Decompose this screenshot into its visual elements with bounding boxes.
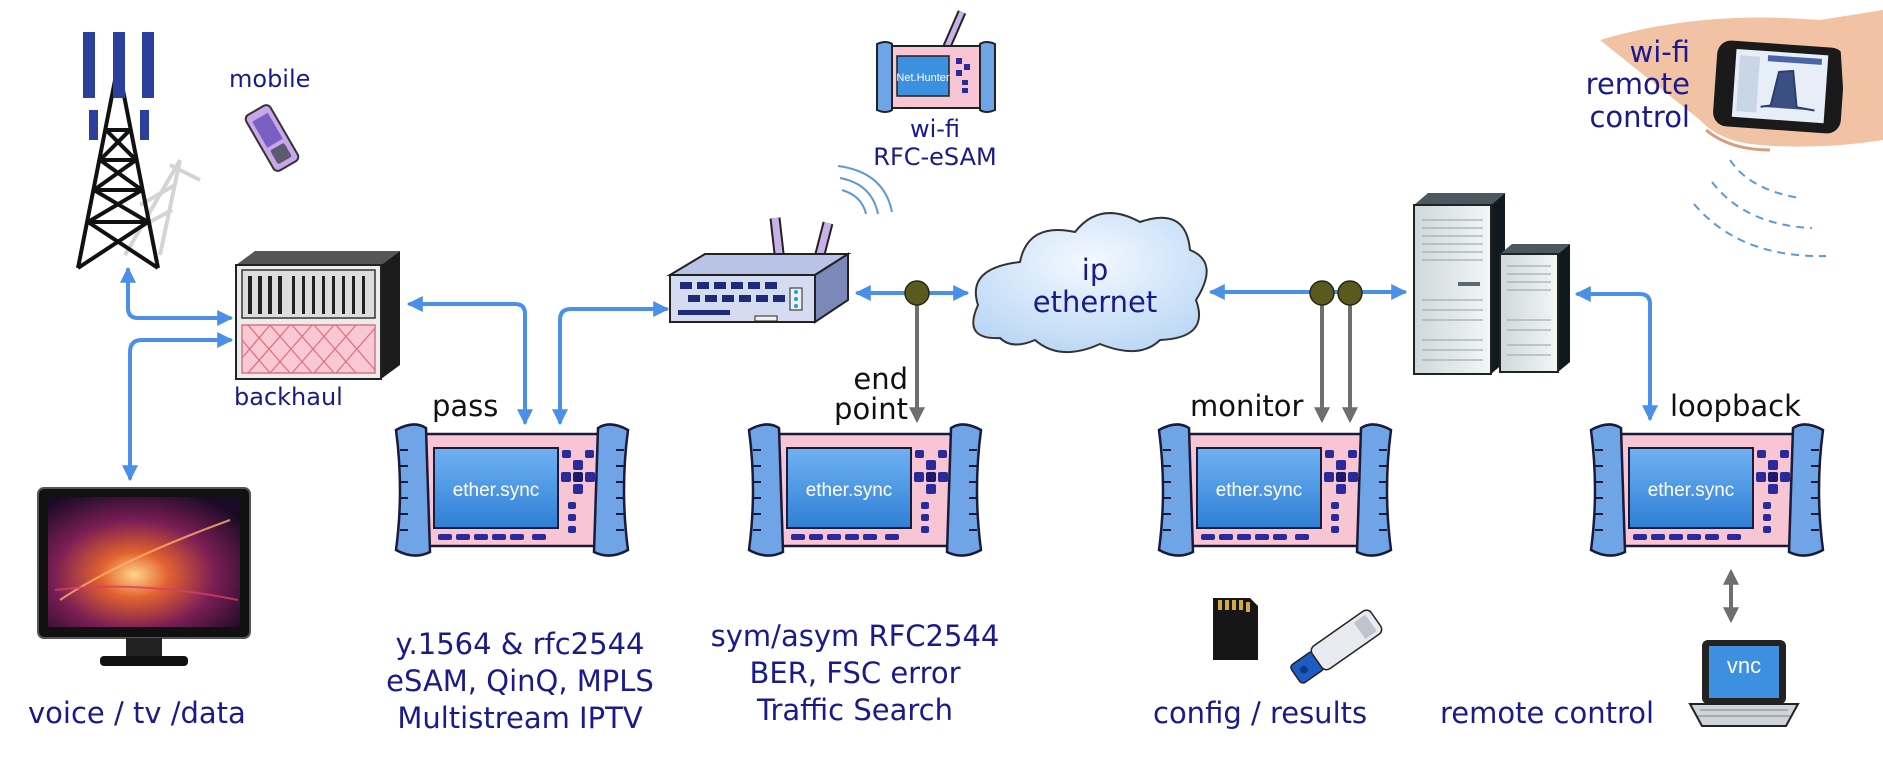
label-wifi-remote: wi-fi remote control (1530, 35, 1690, 134)
handheld-screen-text: Net.Hunter (896, 72, 950, 84)
label-end-point-line: end (853, 362, 908, 396)
tap-arrows (909, 295, 1739, 624)
label-endpoint-feature: Traffic Search (757, 693, 953, 728)
label-cloud: ip ethernet (1005, 253, 1185, 319)
tap-dot (1337, 280, 1363, 306)
backhaul-pass-link (406, 296, 533, 426)
laptop-icon: vnc (1688, 640, 1800, 727)
usb-stick-icon (1290, 609, 1383, 684)
label-wifi-rfc: wi-fi RFC-eSAM (850, 115, 1020, 171)
cell-tower-icon (76, 32, 201, 270)
monitor-icon (37, 487, 251, 666)
ether-sync-tester-icon: ether.sync (1157, 423, 1393, 557)
label-end-point: end point (808, 364, 908, 425)
tester-screen-text: ether.sync (453, 480, 540, 501)
server-loopback-link (1574, 286, 1658, 422)
sd-card-icon (1213, 598, 1258, 660)
label-remote-control: remote control (1440, 696, 1655, 730)
phone-in-hand-icon (1600, 10, 1883, 258)
label-pass: pass (432, 389, 499, 423)
label-config-results: config / results (1153, 696, 1368, 730)
tap-dot (904, 280, 930, 306)
tester-screen-text: ether.sync (1216, 480, 1303, 501)
tap-dot (1309, 280, 1335, 306)
connection-arrows (120, 266, 1658, 482)
ether-sync-tester-icon: ether.sync (747, 423, 983, 557)
label-wifi-rfc-line: wi-fi (909, 115, 961, 143)
label-cloud-line: ip (1081, 253, 1109, 287)
tester-screen-text: ether.sync (1648, 480, 1735, 501)
label-endpoint-feature: sym/asym RFC2544 (710, 619, 1000, 653)
ether-sync-tester-icon: ether.sync (394, 423, 630, 557)
label-pass-feature: Multistream IPTV (397, 701, 643, 736)
label-loopback: loopback (1670, 389, 1801, 423)
label-endpoint-feature: BER, FSC error (749, 656, 961, 691)
label-monitor: monitor (1190, 389, 1304, 423)
tap-dots (904, 280, 1363, 306)
label-mobile: mobile (229, 65, 311, 93)
label-backhaul: backhaul (234, 383, 343, 411)
label-wifi-remote-line: control (1589, 99, 1690, 134)
label-cloud-line: ethernet (1032, 284, 1158, 319)
ether-sync-tester-icon: ether.sync (1589, 423, 1825, 557)
label-pass-feature: eSAM, QinQ, MPLS (386, 664, 654, 699)
tv-backhaul-link (122, 332, 234, 482)
server-icon (1413, 193, 1570, 375)
router-icon (666, 165, 893, 324)
cloud-icon (972, 212, 1208, 354)
mobile-phone-icon (244, 104, 300, 172)
label-wifi-remote-line: remote (1585, 67, 1690, 102)
label-pass-feature: y.1564 & rfc2544 (395, 627, 645, 661)
rack-chassis-icon (235, 251, 400, 380)
label-wifi-remote-line: wi-fi (1629, 35, 1690, 69)
tester-screen-text: ether.sync (806, 480, 893, 501)
label-voice-tv-data: voice / tv /data (28, 696, 246, 730)
handheld-tester-icon: Net.Hunter (876, 10, 996, 113)
tower-backhaul-link (120, 266, 234, 326)
pass-router-link (552, 301, 670, 426)
laptop-screen-text: vnc (1727, 653, 1761, 678)
label-wifi-rfc-line: RFC-eSAM (873, 142, 997, 171)
label-end-point-line: point (834, 392, 908, 427)
label-endpoint-features: sym/asym RFC2544 BER, FSC error Traffic … (690, 618, 1020, 729)
label-pass-features: y.1564 & rfc2544 eSAM, QinQ, MPLS Multis… (355, 626, 685, 737)
